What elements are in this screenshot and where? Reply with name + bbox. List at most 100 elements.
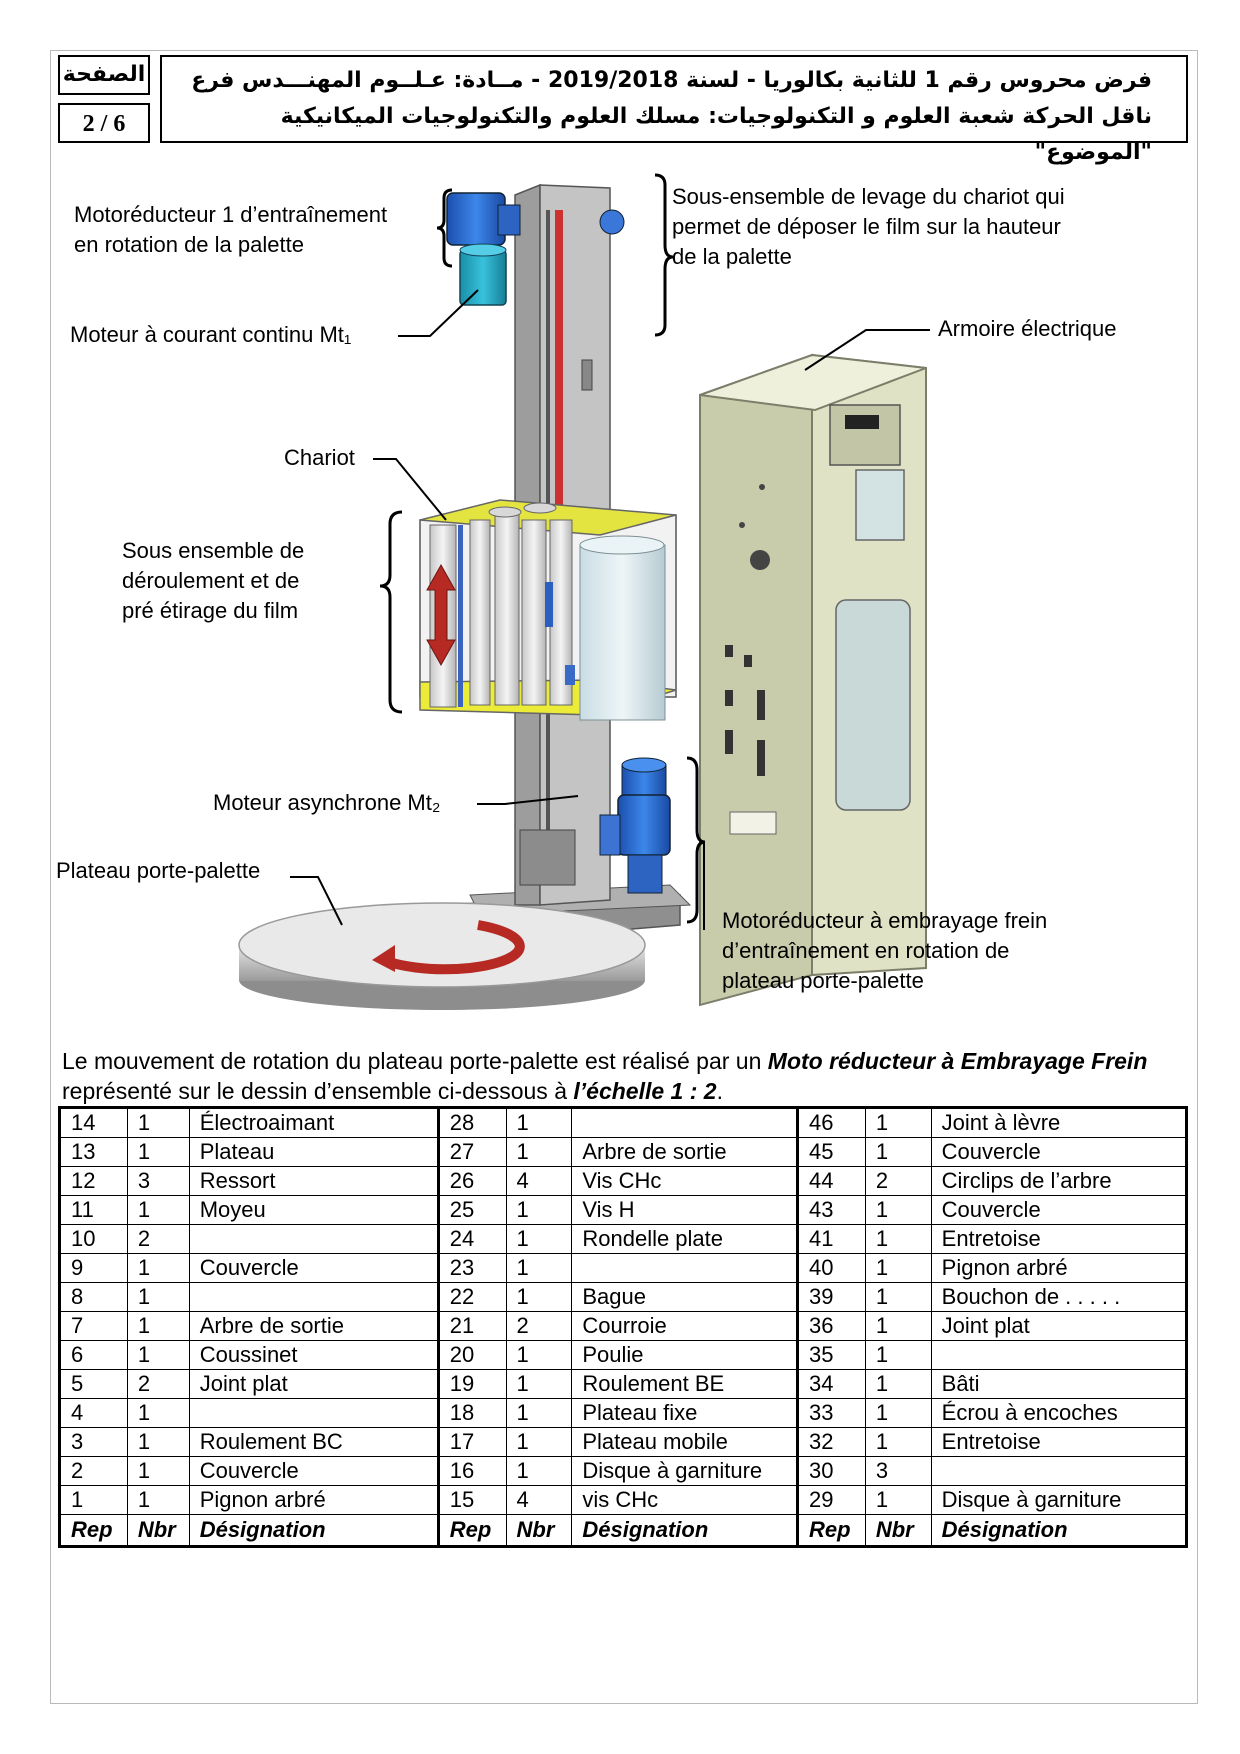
table-cell: Plateau fixe xyxy=(572,1399,798,1428)
table-cell: 16 xyxy=(438,1457,506,1486)
table-cell: Écrou à encoches xyxy=(931,1399,1186,1428)
table-cell: Roulement BE xyxy=(572,1370,798,1399)
table-cell: 2 xyxy=(127,1225,189,1254)
table-cell: 45 xyxy=(797,1138,865,1167)
table-row: 81221Bague391Bouchon de . . . . . xyxy=(60,1283,1187,1312)
table-cell: Disque à garniture xyxy=(931,1486,1186,1515)
table-cell: Circlips de l’arbre xyxy=(931,1167,1186,1196)
table-cell: 2 xyxy=(127,1370,189,1399)
table-cell xyxy=(931,1341,1186,1370)
table-cell: Joint à lèvre xyxy=(931,1108,1186,1138)
table-cell: 1 xyxy=(506,1370,572,1399)
table-cell: 4 xyxy=(506,1486,572,1515)
table-cell: 1 xyxy=(506,1138,572,1167)
intro-text-2: représenté sur le dessin d’ensemble ci-d… xyxy=(62,1078,573,1104)
table-cell: Plateau mobile xyxy=(572,1428,798,1457)
table-cell: 7 xyxy=(60,1312,128,1341)
turntable-plate xyxy=(239,903,645,1010)
table-cell: 1 xyxy=(127,1108,189,1138)
carriage xyxy=(420,500,676,720)
title-line-1: فرض محروس رقم 1 للثانية بكالوريا - لسنة … xyxy=(172,63,1152,99)
table-cell: Plateau xyxy=(189,1138,438,1167)
table-cell: Joint plat xyxy=(189,1370,438,1399)
intro-text-1: Le mouvement de rotation du plateau port… xyxy=(62,1048,768,1074)
brace-levage xyxy=(655,175,673,335)
table-cell: 1 xyxy=(865,1399,931,1428)
table-cell: 4 xyxy=(506,1167,572,1196)
table-cell: 20 xyxy=(438,1341,506,1370)
table-cell: 1 xyxy=(865,1486,931,1515)
table-cell: 44 xyxy=(797,1167,865,1196)
table-cell: 32 xyxy=(797,1428,865,1457)
table-cell: Poulie xyxy=(572,1341,798,1370)
table-cell: 46 xyxy=(797,1108,865,1138)
table-cell: Pignon arbré xyxy=(189,1486,438,1515)
intro-text-3: . xyxy=(717,1078,723,1104)
table-row: 41181Plateau fixe331Écrou à encoches xyxy=(60,1399,1187,1428)
table-cell: Rondelle plate xyxy=(572,1225,798,1254)
page-number: 2 / 6 xyxy=(58,103,150,143)
table-cell: 40 xyxy=(797,1254,865,1283)
table-cell: Arbre de sortie xyxy=(189,1312,438,1341)
table-header-cell: Nbr xyxy=(127,1515,189,1547)
table-cell: Courroie xyxy=(572,1312,798,1341)
table-cell: 26 xyxy=(438,1167,506,1196)
table-cell: Couvercle xyxy=(189,1457,438,1486)
table-header-cell: Rep xyxy=(438,1515,506,1547)
table-header-cell: Rep xyxy=(60,1515,128,1547)
table-cell: 1 xyxy=(127,1254,189,1283)
table-cell: 3 xyxy=(60,1428,128,1457)
table-cell: 12 xyxy=(60,1167,128,1196)
table-cell: 1 xyxy=(865,1428,931,1457)
table-cell: 1 xyxy=(506,1196,572,1225)
table-cell: 24 xyxy=(438,1225,506,1254)
table-cell: 1 xyxy=(506,1428,572,1457)
table-cell: 17 xyxy=(438,1428,506,1457)
table-cell: Moyeu xyxy=(189,1196,438,1225)
table-cell: 1 xyxy=(506,1254,572,1283)
table-cell: 2 xyxy=(60,1457,128,1486)
table-cell xyxy=(189,1399,438,1428)
table-cell: 9 xyxy=(60,1254,128,1283)
table-cell: 1 xyxy=(506,1341,572,1370)
table-header-cell: Désignation xyxy=(189,1515,438,1547)
exam-title: فرض محروس رقم 1 للثانية بكالوريا - لسنة … xyxy=(160,55,1188,143)
table-cell: Électroaimant xyxy=(189,1108,438,1138)
table-cell: Roulement BC xyxy=(189,1428,438,1457)
table-row: 91Couvercle231401Pignon arbré xyxy=(60,1254,1187,1283)
table-cell: 18 xyxy=(438,1399,506,1428)
table-cell: Couvercle xyxy=(189,1254,438,1283)
table-cell: 36 xyxy=(797,1312,865,1341)
label-moteur-asynchrone: Moteur asynchrone Mt₂ xyxy=(213,788,440,818)
label-sous-ensemble-levage: Sous-ensemble de levage du chariot qui p… xyxy=(672,182,1065,272)
table-cell: 33 xyxy=(797,1399,865,1428)
table-cell: Bague xyxy=(572,1283,798,1312)
table-cell: 1 xyxy=(60,1486,128,1515)
table-cell: Arbre de sortie xyxy=(572,1138,798,1167)
table-cell: 14 xyxy=(60,1108,128,1138)
table-cell: 1 xyxy=(127,1486,189,1515)
page-label: الصفحة xyxy=(58,55,150,95)
nomenclature-table: 141Électroaimant281461Joint à lèvre131Pl… xyxy=(58,1106,1188,1548)
table-cell: 1 xyxy=(506,1399,572,1428)
label-motoreducteur-1: Motoréducteur 1 d’entraînement en rotati… xyxy=(74,200,387,260)
table-row: 71Arbre de sortie212Courroie361Joint pla… xyxy=(60,1312,1187,1341)
table-cell xyxy=(189,1283,438,1312)
table-cell: 1 xyxy=(127,1341,189,1370)
table-cell: 2 xyxy=(865,1167,931,1196)
table-cell: Vis H xyxy=(572,1196,798,1225)
table-cell: Ressort xyxy=(189,1167,438,1196)
table-cell: 1 xyxy=(865,1138,931,1167)
table-cell: 1 xyxy=(506,1225,572,1254)
table-cell: 1 xyxy=(865,1283,931,1312)
table-cell: 1 xyxy=(865,1225,931,1254)
table-header-cell: Désignation xyxy=(572,1515,798,1547)
table-cell: 35 xyxy=(797,1341,865,1370)
table-cell: Entretoise xyxy=(931,1225,1186,1254)
